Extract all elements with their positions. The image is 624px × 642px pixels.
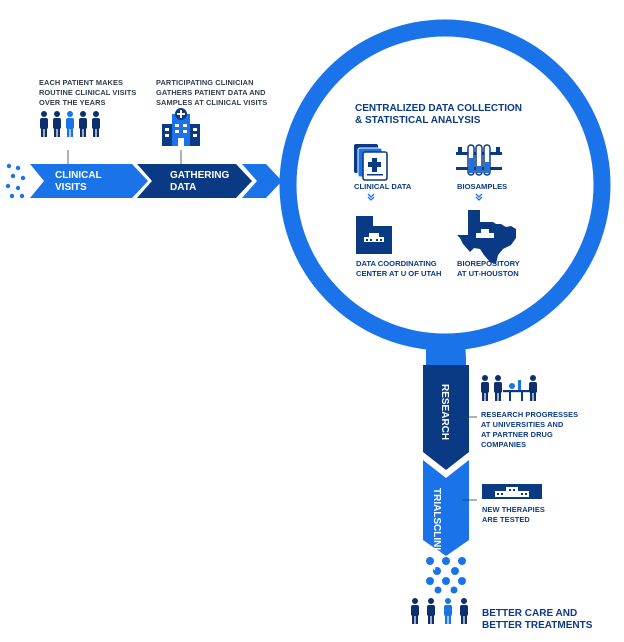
gathering-data-arrow [137,164,252,198]
gathering-data-line-1: GATHERING [170,170,230,181]
outcome-label: BETTER CARE AND BETTER TREATMENTS [482,608,592,632]
center-title: CENTRALIZED DATA COLLECTION & STATISTICA… [355,103,522,127]
center-title-line-1: CENTRALIZED DATA COLLECTION [355,103,523,114]
clinical-trials-line-1: CLINICAL [431,524,442,571]
research-note-line-3: AT PARTNER DRUG [481,430,553,439]
patients-icon [40,111,100,137]
down-chevron-icon [367,193,375,201]
center-title-line-2: & STATISTICAL ANALYSIS [355,115,481,126]
clinical-visits-line-1: CLINICAL [55,170,102,181]
outcome-line-1: BETTER CARE AND [482,608,578,619]
research-note-line-2: AT UNIVERSITIES AND [481,420,564,429]
connector-arrow [242,164,282,198]
dots-icon [5,163,26,199]
trials-note-line-2: ARE TESTED [482,515,530,524]
clinician-note: PARTICIPATING CLINICIAN GATHERS PATIENT … [156,78,276,108]
clinical-visits-label: CLINICAL VISITS [55,170,102,194]
gathering-data-line-2: DATA [170,182,197,193]
patient-note-text: EACH PATIENT MAKES ROUTINE CLINICAL VISI… [39,78,137,107]
biorepository-line-1: BIOREPOSITORY [457,259,520,268]
data-center-line-2: CENTER AT U OF UTAH [356,269,442,278]
trial-building-icon [482,484,542,499]
clinical-trials-line-2: TRIALS [431,488,442,525]
clinical-trials-label: CLINICAL TRIALS [430,488,442,571]
pipeline-stem [426,335,466,362]
patients-icon [411,598,468,624]
dots-icon [426,557,466,594]
hospital-icon [162,108,200,146]
data-center-label: DATA COORDINATING CENTER AT U OF UTAH [356,259,442,279]
researchers-icon [481,375,537,401]
documents-icon [354,144,388,181]
research-note-line-1: RESEARCH PROGRESSES [481,410,579,419]
clinical-visits-arrow [30,164,148,198]
research-label: RESEARCH [439,384,450,441]
biorepository-line-2: AT UT-HOUSTON [457,269,519,278]
test-tubes-icon [456,144,502,176]
clinician-note-text: PARTICIPATING CLINICIAN GATHERS PATIENT … [156,78,268,107]
biosamples-label: BIOSAMPLES [457,182,508,191]
down-chevron-icon [475,193,483,201]
gathering-data-label: GATHERING DATA [170,170,229,194]
research-arrow [423,365,469,470]
biorepository-label: BIOREPOSITORY AT UT-HOUSTON [457,259,520,279]
data-center-line-1: DATA COORDINATING [356,259,437,268]
trials-arrow [423,460,469,556]
clinical-data-label: CLINICAL DATA [354,182,412,191]
trials-note: NEW THERAPIES ARE TESTED [482,505,545,525]
clinical-visits-line-2: VISITS [55,182,87,193]
utah-building-icon [356,216,392,254]
research-note-line-4: COMPANIES [481,440,527,449]
central-ring [279,19,611,351]
texas-building-icon [457,210,516,264]
research-note: RESEARCH PROGRESSES AT UNIVERSITIES AND … [481,410,578,450]
patient-note: EACH PATIENT MAKES ROUTINE CLINICAL VISI… [39,78,139,108]
trials-note-line-1: NEW THERAPIES [482,505,545,514]
outcome-line-2: BETTER TREATMENTS [482,620,593,631]
